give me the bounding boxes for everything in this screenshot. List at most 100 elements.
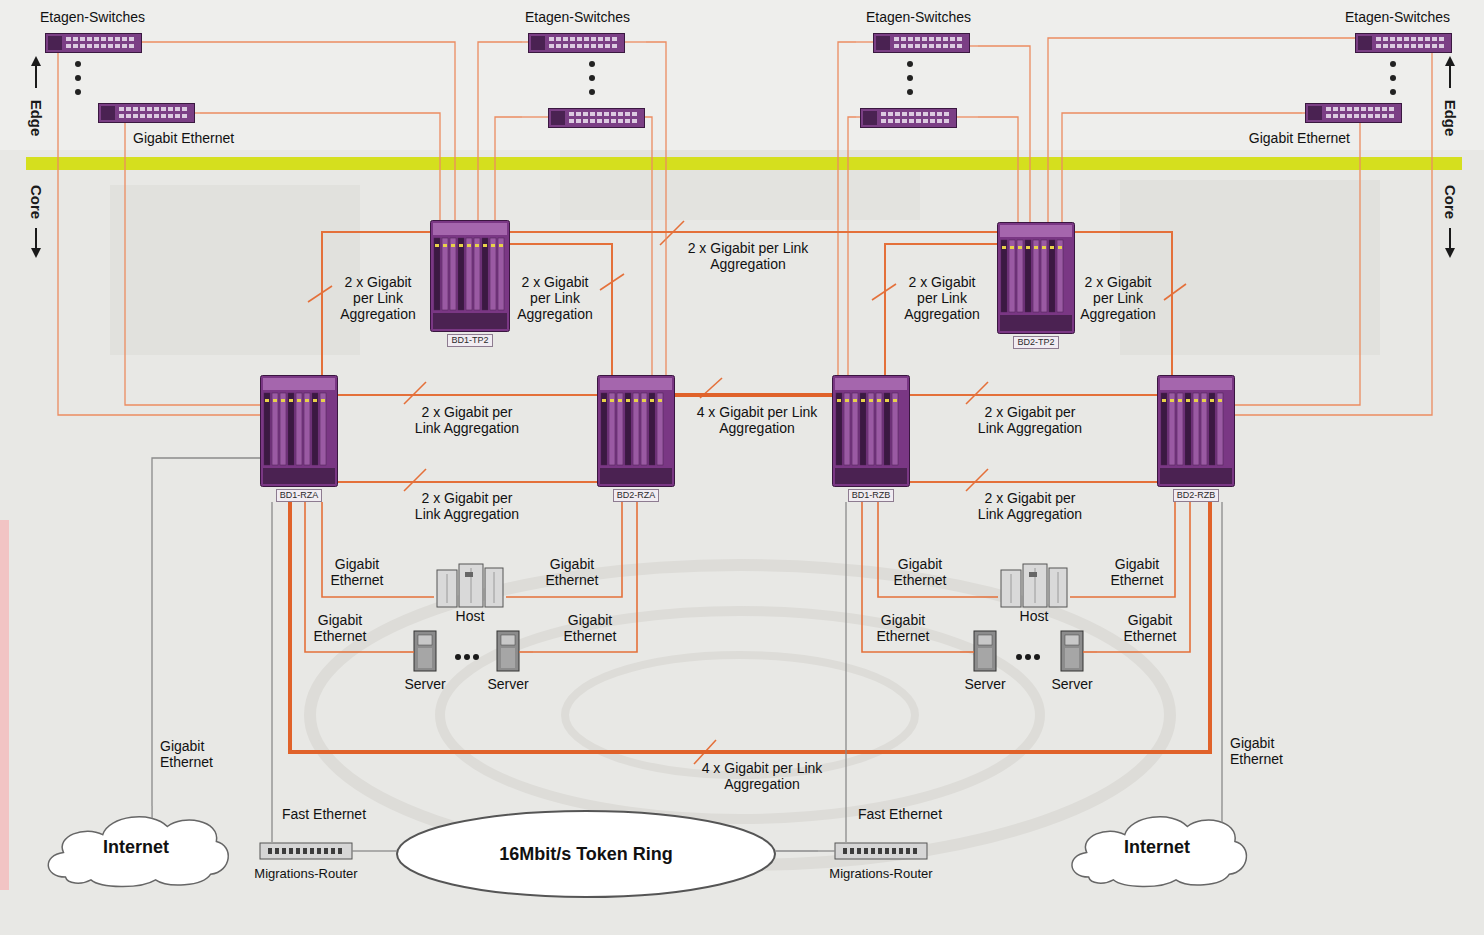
floor-switch-group: Etagen-Switches [38,8,200,128]
switch-port [1382,107,1387,111]
link-stub [1221,806,1222,822]
router-label: Migrations-Router [829,866,932,881]
line-card [1177,393,1183,465]
status-panel [1029,572,1037,577]
more-dot [75,89,81,95]
switch-body [99,104,195,123]
host-label: Host [456,608,485,624]
line-card [1217,393,1223,465]
link-stub [960,651,974,653]
line-card [1033,240,1039,312]
switch-port [888,112,893,116]
uplink-stub [195,112,200,113]
switch-port [122,44,127,48]
link-label: Gigabit Ethernet [1220,130,1350,146]
switch-port [1397,44,1402,48]
network-link [152,458,260,806]
switch-name: BD1-RZA [276,489,323,502]
link-label: Gigabit Ethernet [307,612,373,644]
arrow-head [31,248,41,258]
line-card [1057,240,1063,312]
switch-port [108,37,113,41]
switch-panel [101,106,115,120]
port-led [273,399,277,402]
layer-label: Core [1442,185,1459,219]
switch-port [154,114,159,118]
port-led [885,399,889,402]
switch-port [895,112,900,116]
more-dot [589,61,595,67]
switch-port [1326,107,1331,111]
floor-switch [874,34,970,53]
more-dot [1390,75,1396,81]
switch-port [1333,114,1338,118]
tower-case [497,631,519,671]
floor-switch [99,104,195,123]
link-stub [1083,651,1097,653]
floor-switch [549,109,645,128]
link-label: 2 x Gigabit per Link Aggregation [1073,274,1163,322]
server-icon [400,630,450,672]
switch-port [937,112,942,116]
line-card [657,393,663,465]
switch-port [73,37,78,41]
aggregation-slash [308,286,332,302]
server-label: Server [487,676,528,692]
network-link [675,393,832,397]
port-led [1210,399,1214,402]
switch-port [584,44,589,48]
chassis-top [433,223,507,235]
tower-front [501,648,515,668]
link-label: 2 x Gigabit per Link Aggregation [333,274,423,322]
aggregation-slash [966,469,988,491]
switch-port [66,37,71,41]
router-body [260,843,352,859]
switch-port [1376,44,1381,48]
chassis-body [998,223,1075,334]
switch-port [597,112,602,116]
drive-bay [501,635,515,645]
arrow-head [1445,56,1455,66]
router-port [878,848,882,854]
link-stub [151,806,152,818]
floor-switch-group: Etagen-Switches [856,8,978,130]
switch-port [115,44,120,48]
cloud-label: Internet [103,836,169,858]
network-link [862,502,960,652]
uplink-stub [1302,112,1305,113]
switch-port [182,114,187,118]
arrow-shaft [1449,64,1451,88]
line-card [466,238,472,310]
sky-area [0,0,1484,150]
router-port [310,848,314,854]
switch-port [923,119,928,123]
core-switch: BD2-RZA [597,375,675,502]
server-icon [960,630,1010,672]
line-card [264,393,270,465]
router-port [303,848,307,854]
power-supply [600,468,672,484]
more-dot [75,61,81,67]
ring-label: 16Mbit/s Token Ring [499,843,673,865]
switch-port [549,37,554,41]
switch-port [115,37,120,41]
port-led [321,399,325,402]
layer-label: Edge [1442,100,1459,137]
switch-port [957,44,962,48]
uplink-stub [957,116,978,117]
port-led [1058,246,1062,249]
switch-port [1411,37,1416,41]
switch-port [923,112,928,116]
router-icon [243,842,369,860]
line-card [296,393,302,465]
port-led [281,399,285,402]
switch-port [1333,107,1338,111]
switch-port [101,37,106,41]
switch-port [1354,107,1359,111]
switch-port [957,37,962,41]
port-led [1194,399,1198,402]
switch-port [881,119,886,123]
switch-port [916,119,921,123]
line-card [884,393,890,465]
